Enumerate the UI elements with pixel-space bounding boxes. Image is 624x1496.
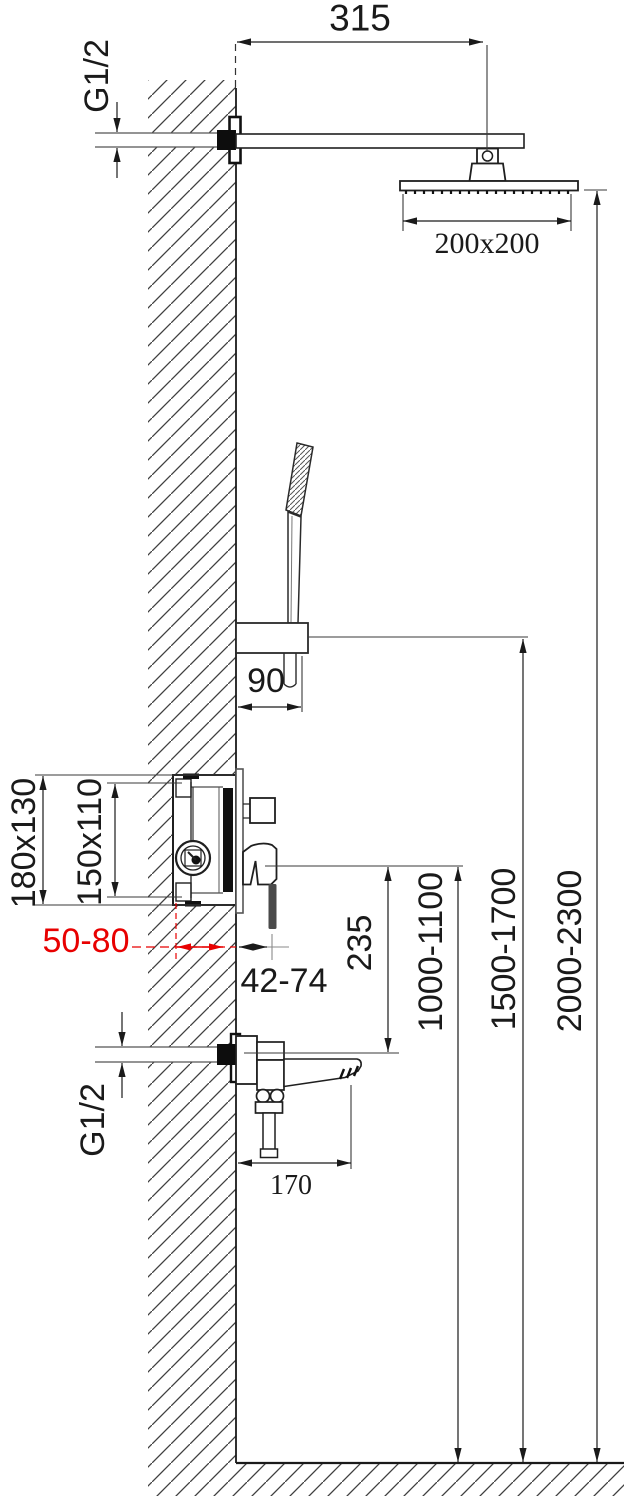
arm-wall-fitting bbox=[217, 130, 236, 150]
dim-rough-in-outer-label: 180x130 bbox=[5, 777, 43, 909]
embed-depth-dimension bbox=[132, 903, 236, 962]
dim-head-height-label: 2000-2300 bbox=[551, 869, 589, 1033]
dim-spout-drop-label: 235 bbox=[341, 914, 379, 972]
dim-arm-projection-label: 315 bbox=[329, 0, 391, 39]
shower-arm bbox=[235, 133, 525, 149]
dim-holder-height-label: 1500-1700 bbox=[485, 867, 523, 1031]
dim-spout-projection-label: 170 bbox=[270, 1170, 312, 1201]
reference-lines bbox=[35, 45, 607, 1169]
wall-section bbox=[148, 44, 624, 1496]
dim-trim-projection-label: 42-74 bbox=[240, 962, 328, 1000]
spout-tube bbox=[283, 1058, 362, 1088]
dim-head-size-label: 200x200 bbox=[434, 227, 540, 260]
concealed-mixer bbox=[172, 768, 278, 929]
hand-shower-head bbox=[285, 442, 314, 518]
mixer-faceplate bbox=[235, 768, 244, 914]
dim-thread-bottom-label: G1/2 bbox=[74, 1083, 112, 1157]
spout-escutcheon bbox=[235, 1035, 258, 1085]
rain-shower-head bbox=[399, 180, 579, 194]
dim-holder-width-label: 90 bbox=[247, 662, 285, 700]
hose-stub bbox=[283, 683, 297, 688]
dim-mixer-height-label: 1000-1100 bbox=[412, 871, 450, 1033]
dim-thread-top-label: G1/2 bbox=[78, 39, 116, 113]
spout-aerator bbox=[338, 1065, 360, 1080]
diverter-knob bbox=[249, 797, 276, 824]
tub-spout bbox=[95, 1032, 362, 1159]
dim-rough-in-inner-label: 150x110 bbox=[71, 778, 109, 906]
dim-embed-depth-label: 50-80 bbox=[42, 922, 130, 960]
spout-wall-fitting bbox=[217, 1044, 236, 1065]
mixer-handle-lever bbox=[268, 884, 277, 929]
spout-hose-connector bbox=[262, 1112, 276, 1152]
hand-shower bbox=[235, 442, 314, 688]
mixer-handle bbox=[242, 842, 278, 886]
hand-shower-handle bbox=[287, 510, 302, 624]
shower-arm-assembly bbox=[95, 115, 525, 182]
dimension-lines bbox=[39, 38, 601, 1462]
head-mount bbox=[468, 162, 507, 182]
holder-bracket bbox=[235, 622, 309, 654]
nozzle-row bbox=[404, 190, 570, 194]
spout-body bbox=[256, 1059, 285, 1091]
